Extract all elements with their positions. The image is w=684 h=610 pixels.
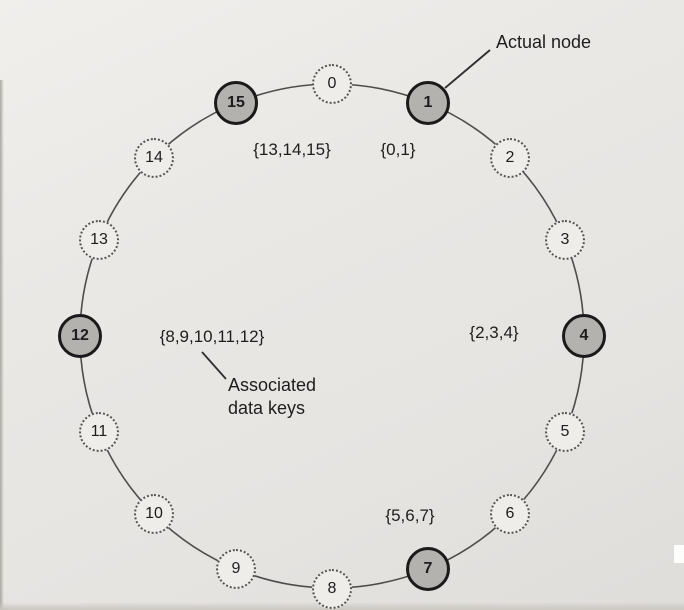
ring-node-15: 15 [214, 81, 258, 125]
ring-node-5: 5 [545, 412, 585, 452]
associated-keys-line1: Associated [228, 375, 317, 395]
keyset-label-node-15: {13,14,15} [253, 140, 331, 159]
ring-node-13: 13 [79, 220, 119, 260]
actual-node-annotation: Actual node [496, 32, 592, 52]
data-keys-pointer-line [201, 351, 227, 380]
photo-edge-left [0, 80, 4, 610]
ring-node-0: 0 [312, 64, 352, 104]
ring-node-14: 14 [134, 138, 174, 178]
ring-node-12: 12 [58, 314, 102, 358]
ring-node-10: 10 [134, 494, 174, 534]
associated-data-keys-annotation: Associated data keys [228, 374, 316, 420]
ring-node-9: 9 [216, 549, 256, 589]
keyset-label-node-1: {0,1} [380, 140, 416, 159]
keyset-label-node-12: {8,9,10,11,12} [159, 327, 265, 346]
ring-node-6: 6 [490, 494, 530, 534]
associated-keys-line2: data keys [228, 398, 306, 418]
ring-node-7: 7 [406, 547, 450, 591]
ring-node-2: 2 [490, 138, 530, 178]
ring-node-4: 4 [562, 314, 606, 358]
keyset-label-node-7: {5,6,7} [385, 506, 435, 525]
ring-node-1: 1 [406, 81, 450, 125]
ring-node-11: 11 [79, 412, 119, 452]
ring-node-8: 8 [312, 569, 352, 609]
photo-notch-right [674, 545, 684, 563]
actual-node-pointer-line [444, 49, 491, 89]
keyset-label-node-4: {2,3,4} [469, 323, 519, 342]
ring-node-3: 3 [545, 220, 585, 260]
